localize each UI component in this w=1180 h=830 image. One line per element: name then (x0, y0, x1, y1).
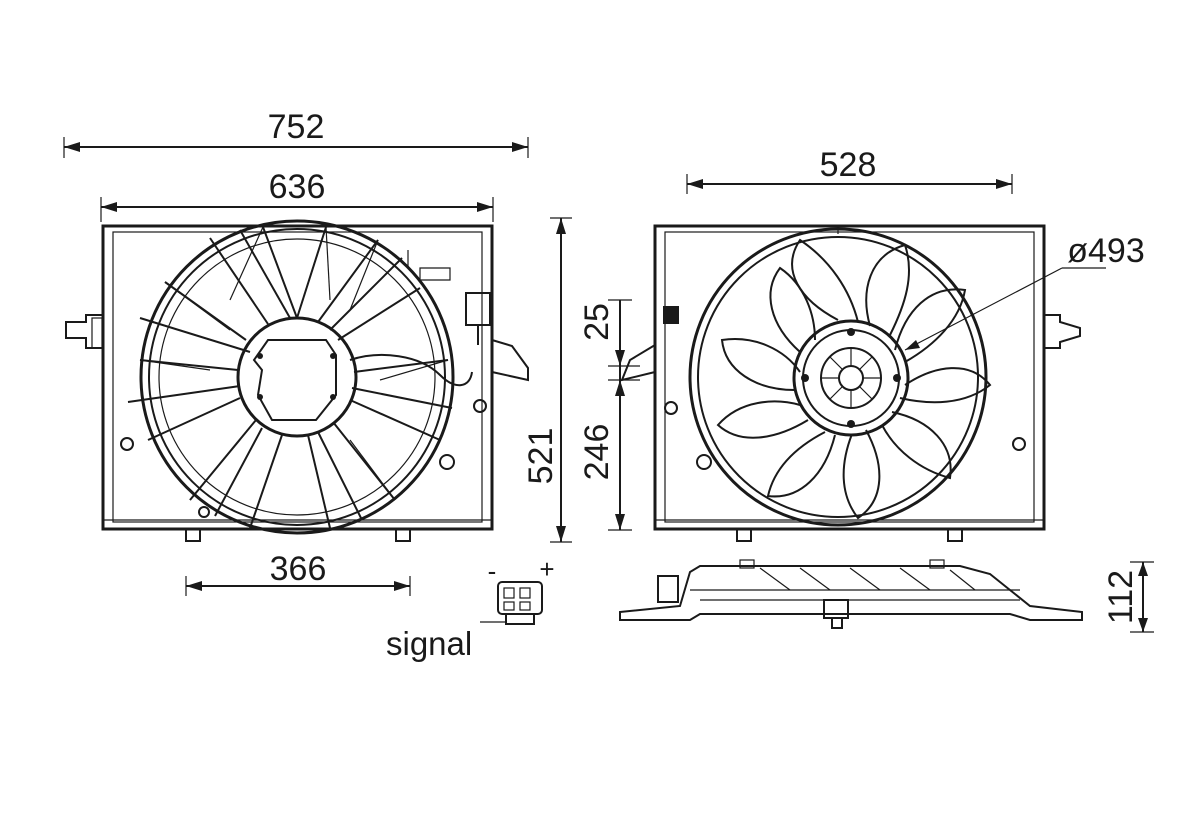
dimension-diameter-label: ø493 (1067, 232, 1145, 270)
motor-hub (236, 316, 358, 438)
electrical-connector: - + signal (386, 554, 555, 662)
front-hub (792, 319, 910, 437)
dimension-366-label: 366 (270, 550, 327, 588)
dimension-diameter: ø493 (904, 232, 1145, 351)
dimension-752-label: 752 (268, 108, 325, 146)
dimension-636-label: 636 (269, 168, 326, 206)
dimension-521: 521 (522, 217, 572, 543)
signal-label: signal (386, 625, 472, 662)
dimension-112: 112 (1102, 561, 1154, 633)
dimension-25-label: 25 (578, 303, 616, 341)
connector-plus-label: + (539, 554, 554, 584)
dimension-528: 528 (686, 146, 1013, 194)
front-view (620, 224, 1081, 542)
dimension-25-246: 25 246 (578, 299, 640, 531)
dimension-636: 636 (100, 168, 494, 222)
rear-view (65, 219, 529, 542)
connector-body (497, 581, 543, 615)
front-frame (653, 224, 1046, 531)
fan-blades (716, 238, 992, 520)
rear-shroud-ring (139, 219, 455, 535)
dimension-112-label: 112 (1102, 570, 1140, 624)
connector-minus-label: - (488, 556, 497, 586)
dimension-752: 752 (63, 108, 529, 158)
front-shroud-ring (688, 227, 988, 527)
dimension-528-label: 528 (820, 146, 877, 184)
dimension-246-label: 246 (578, 424, 616, 481)
dimension-366: 366 (185, 550, 411, 596)
rear-frame (101, 224, 494, 531)
dimension-521-label: 521 (522, 428, 560, 485)
side-view (619, 559, 1083, 629)
